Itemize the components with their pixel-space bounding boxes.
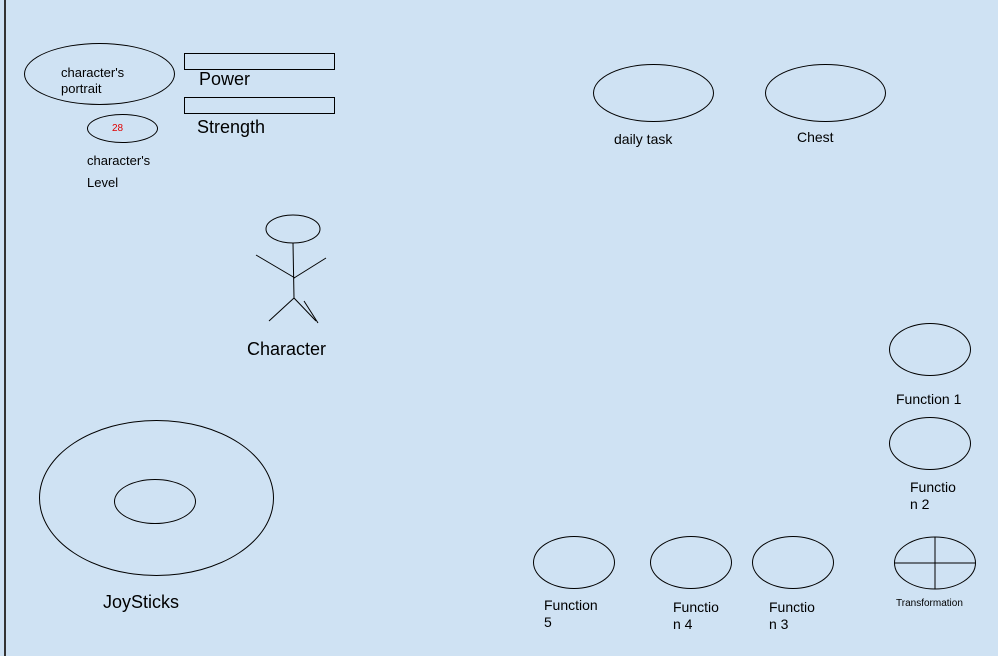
function-3-button[interactable]: [752, 536, 834, 589]
function-4-button[interactable]: [650, 536, 732, 589]
function-1-label: Function 1: [896, 391, 962, 407]
joystick-label: JoySticks: [103, 592, 180, 612]
joystick-base[interactable]: [39, 420, 274, 576]
character-left-arm: [255, 254, 296, 279]
character-left-leg: [268, 297, 295, 322]
strength-bar: [184, 97, 335, 114]
character-right-arm: [293, 257, 327, 279]
function-1-button[interactable]: [889, 323, 971, 376]
chest-button[interactable]: [765, 64, 886, 122]
character-figure: [255, 214, 327, 324]
character-portrait[interactable]: [24, 43, 175, 105]
joystick-thumb[interactable]: [114, 479, 196, 524]
canvas-border: [4, 0, 6, 656]
function-2-label: Functio n 2: [910, 479, 956, 512]
character-body: [292, 242, 295, 299]
transformation-button[interactable]: [893, 536, 977, 590]
character-head: [265, 214, 321, 244]
character-right-leg: [293, 297, 317, 322]
character-level-value: 28: [112, 123, 124, 134]
daily-task-button[interactable]: [593, 64, 714, 122]
transformation-label: Transformation: [896, 598, 963, 609]
power-label: Power: [199, 69, 251, 89]
power-bar: [184, 53, 335, 70]
function-2-button[interactable]: [889, 417, 971, 470]
character-level-badge: [87, 114, 158, 143]
character-right-leg-extra: [303, 300, 319, 324]
strength-label: Strength: [197, 117, 266, 137]
daily-task-label: daily task: [614, 131, 673, 147]
function-5-button[interactable]: [533, 536, 615, 589]
chest-label: Chest: [797, 129, 834, 145]
function-5-label: Function 5: [544, 597, 598, 630]
character-level-label: character's Level: [87, 153, 151, 190]
function-3-label: Functio n 3: [769, 599, 815, 632]
character-label: Character: [247, 339, 327, 359]
function-4-label: Functio n 4: [673, 599, 719, 632]
character-portrait-label: character's portrait: [61, 65, 125, 96]
